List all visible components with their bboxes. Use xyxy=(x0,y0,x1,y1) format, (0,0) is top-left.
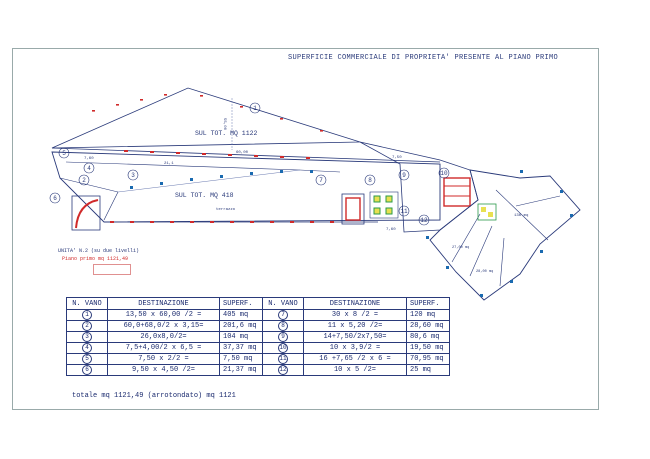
area-cell: 37,37 mq xyxy=(219,342,263,354)
formula-cell: 26,0x8,0/2= xyxy=(107,331,220,343)
room-1-outline xyxy=(51,87,361,149)
formula-cell: 7,5+4,00/2 x 6,5 = xyxy=(107,342,220,354)
header-destinazione-1: DESTINAZIONE xyxy=(107,297,220,310)
floor-area-label: Piano primo mq 1121,49 xyxy=(62,256,129,262)
table-row: 3 26,0x8,0/2= 104 mq 9 14+7,50/2x7,50= 8… xyxy=(66,331,450,343)
room-number-1: 1 xyxy=(253,105,257,112)
area-cell: 19,50 mq xyxy=(406,342,450,354)
main-strip-outline xyxy=(51,151,441,223)
formula-cell: 7,50 x 2/2 = xyxy=(107,353,220,365)
window-marks xyxy=(92,94,334,223)
highlight-box xyxy=(93,264,131,275)
room-number-11: 11 xyxy=(400,208,408,215)
room-number-cell: 5 xyxy=(82,354,92,364)
dim-label-7: 7,50 xyxy=(392,156,402,160)
area-cell: 201,6 mq xyxy=(219,320,263,332)
formula-cell: 11 x 5,20 /2= xyxy=(303,320,407,332)
room-number-5: 5 xyxy=(62,150,66,157)
table-row: 4 7,5+4,00/2 x 6,5 = 37,37 mq 10 10 x 3,… xyxy=(66,342,450,354)
room-number-7: 7 xyxy=(319,177,323,184)
annex-area-0: 136 mq xyxy=(514,214,529,218)
table-row: 1 13,50 x 60,00 /2 = 405 mq 7 30 x 8 /2 … xyxy=(66,309,450,321)
dim-label-6: 7,60 xyxy=(84,157,94,161)
dim-label-10: 7,60 xyxy=(386,228,396,232)
header-n-vano-1: N. VANO xyxy=(66,297,108,310)
room-number-cell: 10 xyxy=(278,343,288,353)
room-number-10: 10 xyxy=(440,170,448,177)
sheet-title: SUPERFICIE COMMERCIALE DI PROPRIETA' PRE… xyxy=(288,54,559,62)
unit-label: UNITA' N.2 (su due livelli) xyxy=(58,248,140,254)
formula-cell: 13,50 x 60,00 /2 = xyxy=(107,309,220,321)
annex-outline xyxy=(429,169,581,301)
room-number-2: 2 xyxy=(82,177,86,184)
dim-label-0: 55,00 xyxy=(222,118,226,131)
area-cell: 21,37 mq xyxy=(219,364,263,376)
area-cell: 70,95 mq xyxy=(406,353,450,365)
area-table: N. VANO DESTINAZIONE SUPERF. N. VANO DES… xyxy=(66,297,450,376)
formula-cell: 30 x 8 /2 = xyxy=(303,309,407,321)
room-number-6: 6 xyxy=(53,195,57,202)
room-number-cell: 7 xyxy=(278,310,288,320)
area-cell: 405 mq xyxy=(219,309,263,321)
column-marks xyxy=(130,170,573,297)
area-cell: 80,6 mq xyxy=(406,331,450,343)
table-row: 6 9,50 x 4,50 /2= 21,37 mq 12 10 x 5 /2=… xyxy=(66,364,450,376)
area-cell: 28,60 mq xyxy=(406,320,450,332)
room-number-cell: 2 xyxy=(82,321,92,331)
terrazzo-label: terrazzo xyxy=(216,207,236,212)
header-n-vano-2: N. VANO xyxy=(262,297,304,310)
formula-cell: 10 x 3,9/2 = xyxy=(303,342,407,354)
sul-top-label: SUL TOT. MQ 1122 xyxy=(195,130,258,137)
dim-label-1: 60,00 xyxy=(236,151,249,155)
room-number-8: 8 xyxy=(368,177,372,184)
area-cell: 120 mq xyxy=(406,309,450,321)
area-cell: 104 mq xyxy=(219,331,263,343)
dim-label-2: 21,1 xyxy=(164,162,174,166)
room-number-cell: 1 xyxy=(82,310,92,320)
room-number-12: 12 xyxy=(420,217,428,224)
room-number-cell: 4 xyxy=(82,343,92,353)
room-number-cell: 3 xyxy=(82,332,92,342)
room-number-cell: 8 xyxy=(278,321,288,331)
table-header-row: N. VANO DESTINAZIONE SUPERF. N. VANO DES… xyxy=(66,297,450,310)
room-number-cell: 6 xyxy=(82,365,92,375)
table-row: 5 7,50 x 2/2 = 7,50 mq 11 16 +7,65 /2 x … xyxy=(66,353,450,365)
sul-bottom-label: SUL TOT. MQ 418 xyxy=(175,192,234,199)
header-destinazione-2: DESTINAZIONE xyxy=(303,297,407,310)
annex-area-2: 28,00 mq xyxy=(476,270,493,274)
total-area: totale mq 1121,49 (arrotondato) mq 1121 xyxy=(72,392,236,400)
annex-area-1: 27,00 mq xyxy=(452,246,469,250)
room-number-3: 3 xyxy=(131,172,135,179)
room-number-9: 9 xyxy=(402,172,406,179)
area-cell: 25 mq xyxy=(406,364,450,376)
formula-cell: 14+7,50/2x7,50= xyxy=(303,331,407,343)
room-number-4: 4 xyxy=(87,165,91,172)
header-superf-2: SUPERF. xyxy=(406,297,450,310)
header-superf-1: SUPERF. xyxy=(219,297,263,310)
drawing-sheet xyxy=(12,48,599,410)
formula-cell: 60,0+68,0/2 x 3,15= xyxy=(107,320,220,332)
area-cell: 7,50 mq xyxy=(219,353,263,365)
room-number-cell: 12 xyxy=(278,365,288,375)
room-number-cell: 11 xyxy=(278,354,288,364)
formula-cell: 10 x 5 /2= xyxy=(303,364,407,376)
room-number-cell: 9 xyxy=(278,332,288,342)
formula-cell: 9,50 x 4,50 /2= xyxy=(107,364,220,376)
table-row: 2 60,0+68,0/2 x 3,15= 201,6 mq 8 11 x 5,… xyxy=(66,320,450,332)
formula-cell: 16 +7,65 /2 x 6 = xyxy=(303,353,407,365)
